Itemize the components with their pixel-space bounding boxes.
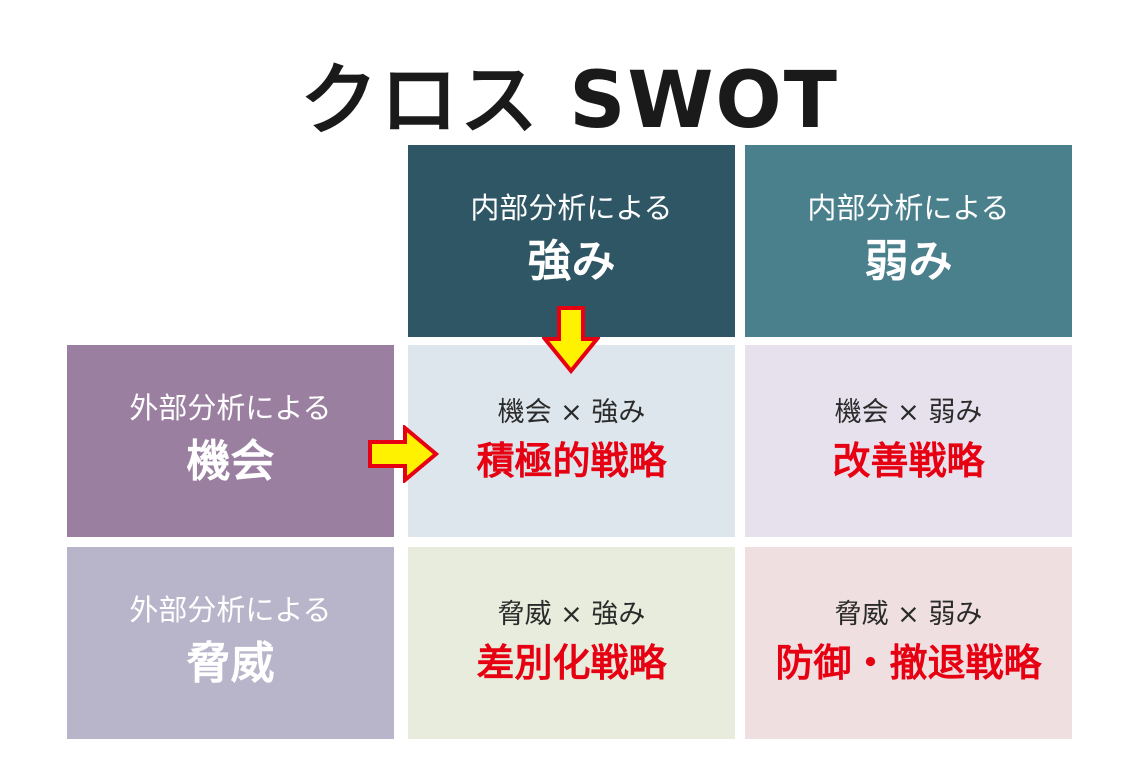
- row-opportunity: 外部分析による 機会: [67, 345, 394, 537]
- cell-opportunity-strength-strategy: 積極的戦略: [476, 438, 667, 483]
- cell-opportunity-strength: 機会 × 強み 積極的戦略: [408, 345, 735, 537]
- cell-opportunity-weakness-combo: 機会 × 弱み: [834, 396, 983, 428]
- cell-threat-weakness-combo: 脅威 × 弱み: [834, 598, 983, 630]
- cell-opportunity-weakness-strategy: 改善戦略: [832, 438, 985, 483]
- header-weakness-sub: 内部分析による: [807, 191, 1010, 226]
- row-threat: 外部分析による 脅威: [67, 547, 394, 739]
- header-strength-main: 強み: [527, 236, 616, 288]
- row-threat-main: 脅威: [186, 638, 275, 690]
- header-strength: 内部分析による 強み: [408, 145, 735, 337]
- row-opportunity-main: 機会: [186, 436, 275, 488]
- cell-threat-strength-combo: 脅威 × 強み: [497, 598, 646, 630]
- cell-opportunity-weakness: 機会 × 弱み 改善戦略: [745, 345, 1072, 537]
- header-strength-sub: 内部分析による: [470, 191, 673, 226]
- arrow-right-icon: [368, 425, 439, 483]
- cell-threat-strength: 脅威 × 強み 差別化戦略: [408, 547, 735, 739]
- header-weakness: 内部分析による 弱み: [745, 145, 1072, 337]
- row-threat-sub: 外部分析による: [129, 593, 332, 628]
- cell-threat-weakness-strategy: 防御・撤退戦略: [775, 640, 1042, 685]
- cell-threat-strength-strategy: 差別化戦略: [476, 640, 667, 685]
- arrow-down-icon: [542, 306, 600, 375]
- page-title: クロス SWOT: [300, 56, 839, 146]
- cell-opportunity-strength-combo: 機会 × 強み: [497, 396, 646, 428]
- row-opportunity-sub: 外部分析による: [129, 391, 332, 426]
- header-weakness-main: 弱み: [864, 236, 953, 288]
- cell-threat-weakness: 脅威 × 弱み 防御・撤退戦略: [745, 547, 1072, 739]
